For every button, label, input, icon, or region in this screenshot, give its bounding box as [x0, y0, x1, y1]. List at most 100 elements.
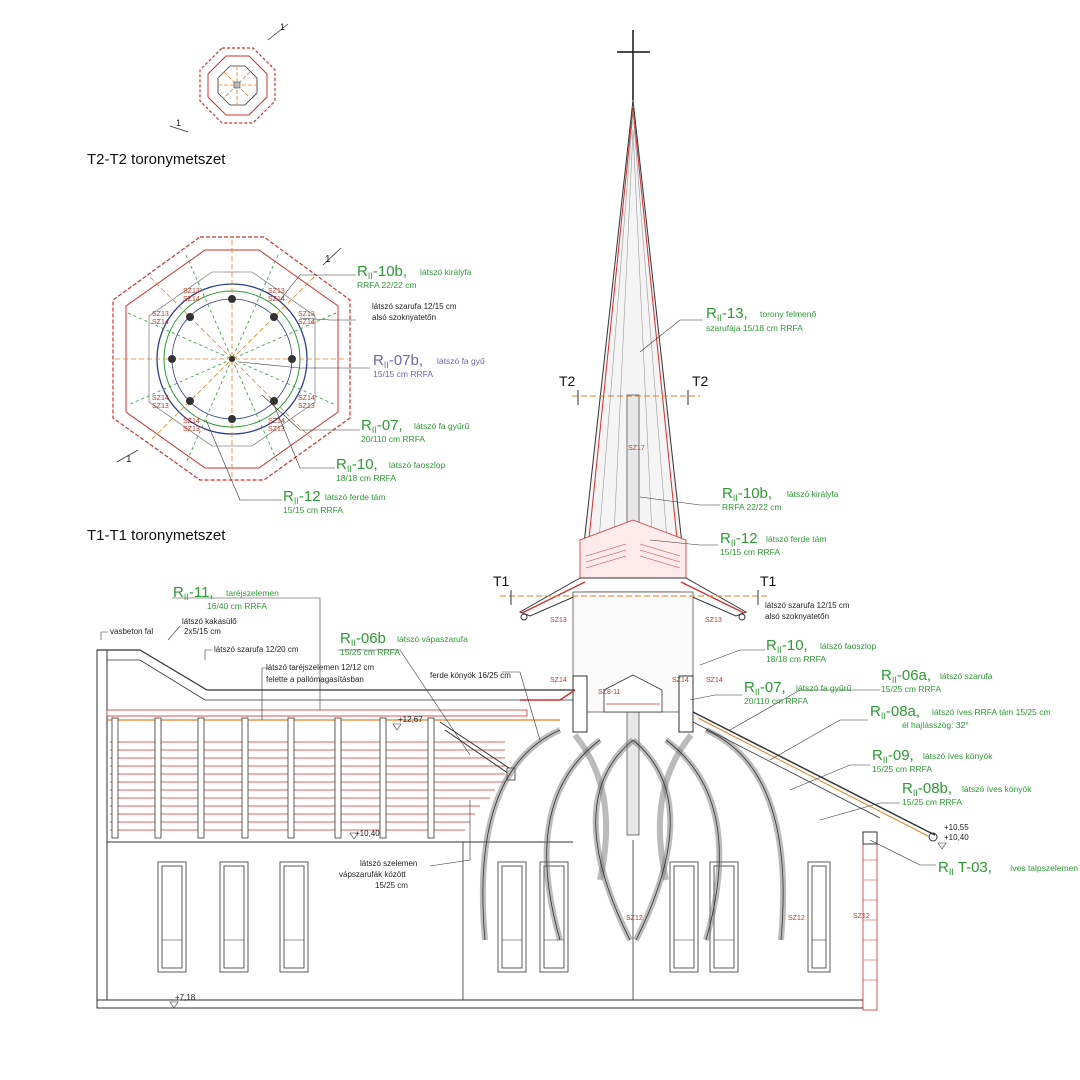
- r12-sub: II: [731, 538, 736, 548]
- plan-tag: SZ14: [298, 395, 315, 402]
- plan-label-spec: 15/15 cm RRFA: [283, 505, 343, 515]
- r07-code: R: [744, 679, 755, 696]
- plan-label-code: R: [361, 417, 372, 434]
- r12-suffix: -12: [736, 530, 758, 547]
- r09-code: R: [872, 747, 883, 764]
- plan-label-desc: látszó királyfa: [420, 267, 472, 277]
- plan-label-desc: látszó ferde tám: [325, 492, 385, 502]
- svg-text:RII-07,: RII-07,: [361, 417, 403, 435]
- t1-plan-arrow-top: 1: [325, 254, 331, 265]
- plan-label-sub: II: [384, 360, 389, 370]
- level-1040: +10,40: [355, 829, 380, 838]
- svg-text:RII-10b,: RII-10b,: [357, 263, 407, 281]
- level-1267: +12,67: [398, 715, 423, 724]
- r10-desc: látszó faoszlop: [820, 641, 876, 651]
- svg-text:RII-13,: RII-13,: [706, 305, 748, 323]
- svg-text:RII-06b: RII-06b: [340, 630, 386, 648]
- r11-desc: taréjszelemen: [226, 588, 279, 598]
- t2-title: T2-T2 toronymetszet: [87, 151, 226, 168]
- r08a-suffix: -08a,: [886, 703, 920, 720]
- t1-plan: 1 1 SZ13 SZ14 SZ13 SZ14 SZ13 SZ14 SZ13 S…: [112, 236, 370, 501]
- section-leaders: [172, 319, 936, 866]
- r10b-sub: II: [733, 493, 738, 503]
- tag-sz12-a: SZ12: [626, 915, 643, 922]
- plan-tag: SZ13: [268, 426, 285, 433]
- plan-tag: SZ13: [152, 311, 169, 318]
- note-szelemen-1: látszó szelemen: [360, 859, 417, 868]
- r06b-suffix: -06b: [356, 630, 386, 647]
- r11-code: R: [173, 584, 184, 601]
- tag-sz12-b: SZ12: [788, 915, 805, 922]
- note-szarufa: látszó szarufa 12/20 cm: [214, 645, 299, 654]
- r11-spec: 16/40 cm RRFA: [207, 601, 267, 611]
- tag-sz12-c: SZ12: [853, 913, 870, 920]
- plan-label-sub: II: [294, 496, 299, 506]
- r07-spec: 20/110 cm RRFA: [744, 696, 808, 706]
- r06b-code: R: [340, 630, 351, 647]
- r06a-desc: látszó szarufa: [940, 671, 993, 681]
- plan-label-desc: látszó faoszlop: [389, 460, 445, 470]
- plan-tag: SZ14: [152, 319, 169, 326]
- level-1055-right: +10,55: [944, 823, 969, 832]
- svg-text:RII-08b,: RII-08b,: [902, 780, 952, 798]
- r13-spec: szarufája 15/18 cm RRFA: [706, 323, 803, 333]
- svg-text:RII-08a,: RII-08a,: [870, 703, 920, 721]
- svg-text:RII-06a,: RII-06a,: [881, 667, 931, 685]
- cut-t1-right: T1: [760, 573, 777, 589]
- plan-label-sub: II: [368, 271, 373, 281]
- svg-text:RII-10b,: RII-10b,: [722, 485, 772, 503]
- note-ferde: ferde könyök 16/25 cm: [430, 671, 511, 680]
- r07-sub: II: [755, 687, 760, 697]
- plan-tag: SZ14: [183, 418, 200, 425]
- r13-suffix: -13,: [722, 305, 748, 322]
- plan-label-spec: RRFA 22/22 cm: [357, 280, 417, 290]
- r08a-desc: látszó íves RRFA tám 15/25 cm: [932, 707, 1051, 717]
- plan-note-szarufa: látszó szarufa 12/15 cm: [372, 302, 457, 311]
- plan-label-desc: látszó fa gyű: [437, 356, 485, 366]
- r08b-suffix: -08b,: [918, 780, 952, 797]
- plan-label-sub: II: [347, 464, 352, 474]
- plan-tag: SZ13: [298, 311, 315, 318]
- tag-sz14-left: SZ14: [550, 677, 567, 684]
- plan-tag: SZ14: [183, 296, 200, 303]
- r10b-suffix: -10b,: [738, 485, 772, 502]
- plan-label-code: R: [357, 263, 368, 280]
- plan-label-spec: 20/110 cm RRFA: [361, 434, 425, 444]
- r10-suffix: -10,: [782, 637, 808, 654]
- r10b-code: R: [722, 485, 733, 502]
- r09-desc: látszó íves könyök: [923, 751, 993, 761]
- svg-text:RII-10,: RII-10,: [336, 456, 378, 474]
- plan-label-code: R: [373, 352, 384, 369]
- svg-text:RII-07,: RII-07,: [744, 679, 786, 697]
- tag-sz14-outer: SZ14: [706, 677, 723, 684]
- tag-sz13-left: SZ13: [550, 617, 567, 624]
- tag-sz13-right: SZ13: [705, 617, 722, 624]
- note-kakasulo-1: látszó kakasülő: [182, 617, 237, 626]
- plan-label-suffix: -10,: [352, 456, 378, 473]
- plan-tag: SZ13: [152, 403, 169, 410]
- r06a-sub: II: [892, 675, 897, 685]
- note-vasbeton: vasbeton fal: [110, 627, 153, 636]
- r13-code: R: [706, 305, 717, 322]
- rt03-desc: íves talpszelemen: [1010, 863, 1078, 873]
- plan-tag: SZ14: [298, 319, 315, 326]
- r10b-spec: RRFA 22/22 cm: [722, 502, 782, 512]
- r06b-desc: látszó vápaszarufa: [397, 634, 468, 644]
- svg-text:RII T-03,: RII T-03,: [938, 859, 992, 877]
- plan-tag: SZ13: [298, 403, 315, 410]
- plan-tag: SZ14: [268, 296, 285, 303]
- level-718: +7,18: [175, 993, 196, 1002]
- svg-text:RII-11,: RII-11,: [173, 584, 214, 602]
- t1-title: T1-T1 toronymetszet: [87, 527, 226, 544]
- plan-label-suffix: -10b,: [373, 263, 407, 280]
- t1-plan-arrow-bottom: 1: [126, 454, 132, 465]
- r06b-spec: 15/25 cm RRFA: [340, 647, 400, 657]
- r08a-sub: II: [881, 711, 886, 721]
- svg-text:RII-07b,: RII-07b,: [373, 352, 423, 370]
- r06b-sub: II: [351, 638, 356, 648]
- plan-tag: SZ13: [183, 288, 200, 295]
- cut-t2-right: T2: [692, 373, 709, 389]
- plan-tag: SZ13: [268, 288, 285, 295]
- plan-note-szarufa-2: alsó szoknyatetőn: [372, 313, 436, 322]
- t2-plan: 1 1: [169, 22, 289, 133]
